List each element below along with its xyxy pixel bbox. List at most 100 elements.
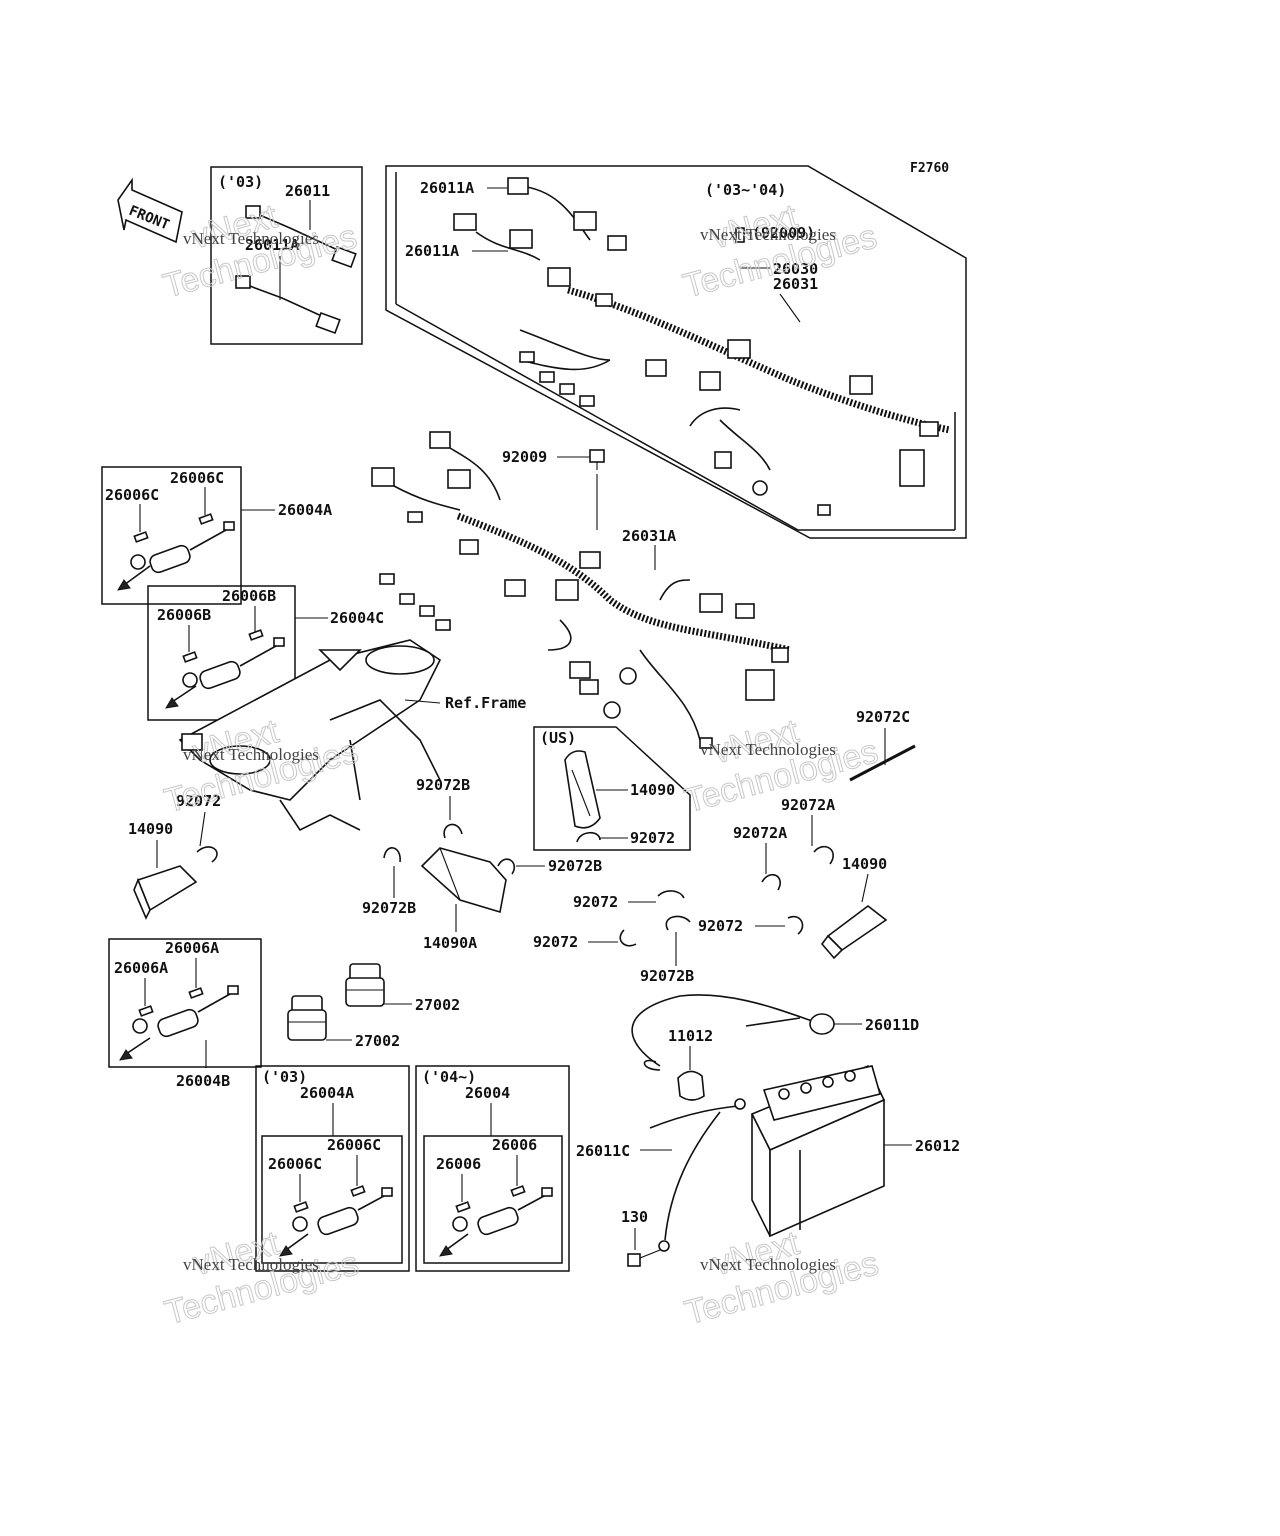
note-04-on: ('04~) <box>422 1068 476 1086</box>
label-26006C-d: 26006C <box>268 1155 322 1173</box>
figure-code: F2760 <box>910 161 949 176</box>
label-26031A: 26031A <box>622 527 676 545</box>
clamp-92072-us <box>576 831 601 843</box>
note-us: (US) <box>540 729 576 747</box>
label-26006A-b: 26006A <box>114 959 168 977</box>
cable-26011D <box>631 994 835 1071</box>
label-26006B-a: 26006B <box>222 587 276 605</box>
box-03-bottom <box>255 1065 410 1272</box>
battery-26012 <box>750 1064 886 1238</box>
cover-14090-us <box>564 750 601 829</box>
cap-11012 <box>677 1070 705 1101</box>
label-26011A-1: 26011A <box>420 179 474 197</box>
label-11012: 11012 <box>668 1027 713 1045</box>
cable-tie-92072C <box>849 744 916 782</box>
label-26011D: 26011D <box>865 1016 919 1034</box>
clamp-92072-mid2 <box>619 929 637 947</box>
fuse-assembly-04-on <box>439 1185 553 1257</box>
fuse-assembly-26004C <box>165 629 285 709</box>
box-26004A <box>101 466 242 605</box>
box-harness-03-04 <box>385 165 967 539</box>
label-14090-us: 14090 <box>630 781 675 799</box>
box-us <box>533 726 691 851</box>
label-26011: 26011 <box>285 182 330 200</box>
label-130: 130 <box>621 1208 648 1226</box>
fuse-assembly-26004B <box>119 985 239 1061</box>
label-14090-left: 14090 <box>128 820 173 838</box>
note-03-04: ('03~'04) <box>705 181 786 199</box>
watermark-text-bottom-right: vNext Technologies <box>700 1255 836 1274</box>
fuse-assembly-03-bottom <box>279 1185 393 1257</box>
sub-harness-26011 <box>235 205 357 335</box>
label-92072A-b: 92072A <box>733 824 787 842</box>
switch-27002-b <box>287 995 327 1041</box>
label-26006-b: 26006 <box>436 1155 481 1173</box>
label-26004B: 26004B <box>176 1072 230 1090</box>
label-26012: 26012 <box>915 1137 960 1155</box>
label-92072C: 92072C <box>856 708 910 726</box>
watermark-text-mid-right: vNext Technologies <box>700 740 836 759</box>
label-92072-us: 92072 <box>630 829 675 847</box>
label-92072-mid3: 92072 <box>698 917 743 935</box>
box-04-on <box>415 1065 570 1272</box>
main-harness-26031A <box>371 431 791 749</box>
label-26004C: 26004C <box>330 609 384 627</box>
label-26004A: 26004A <box>278 501 332 519</box>
clamp-92072-left <box>196 846 218 863</box>
label-92072B-right: 92072B <box>548 857 602 875</box>
watermark-text-mid-left: vNext Technologies <box>183 745 319 764</box>
label-92072-mid2: 92072 <box>533 933 578 951</box>
bolt-130 <box>627 1249 661 1267</box>
main-harness-26031 <box>453 177 951 516</box>
label-92072B-top: 92072B <box>416 776 470 794</box>
front-arrow-icon: FRONT <box>117 177 183 244</box>
label-27002-b: 27002 <box>355 1032 400 1050</box>
label-26006-a: 26006 <box>492 1136 537 1154</box>
cable-26011C <box>649 1098 746 1252</box>
label-26006B-b: 26006B <box>157 606 211 624</box>
label-26011C: 26011C <box>576 1142 630 1160</box>
label-92009-paren: (92009) <box>752 224 815 242</box>
label-26031: 26031 <box>773 275 818 293</box>
cover-14090-right <box>820 904 888 960</box>
fuse-assembly-26004A <box>117 513 235 591</box>
bolt-92009 <box>589 449 605 470</box>
label-92072-mid1: 92072 <box>573 893 618 911</box>
label-26004: 26004 <box>465 1084 510 1102</box>
label-ref-frame: Ref.Frame <box>445 694 526 712</box>
label-27002-a: 27002 <box>415 996 460 1014</box>
label-92072-left: 92072 <box>176 792 221 810</box>
label-26011A-2: 26011A <box>405 242 459 260</box>
clamp-92072-mid1 <box>657 890 685 899</box>
cover-14090A <box>420 847 507 914</box>
label-14090A: 14090A <box>423 934 477 952</box>
box-03-top <box>210 166 363 345</box>
watermark-text-bottom-left: vNext Technologies <box>183 1255 319 1274</box>
cover-14090-left <box>133 865 198 920</box>
clamp-92072A-a <box>813 846 834 865</box>
watermark-text-top-right: vNext Technologies <box>700 225 836 244</box>
switch-27002-a <box>345 963 385 1007</box>
clamp-92072B-right <box>497 858 515 875</box>
label-26011-overlap: 26011A <box>245 236 299 254</box>
label-26006C-a: 26006C <box>170 469 224 487</box>
box-26004B <box>108 938 262 1068</box>
label-26006A-a: 26006A <box>165 939 219 957</box>
clamp-92072-mid3 <box>787 915 804 935</box>
label-26006C-c: 26006C <box>327 1136 381 1154</box>
label-26006C-b: 26006C <box>105 486 159 504</box>
label-26030: 26030 <box>773 260 818 278</box>
label-26004A-bottom: 26004A <box>300 1084 354 1102</box>
label-92072B-mid: 92072B <box>640 967 694 985</box>
clamp-92072A-b <box>761 873 781 891</box>
clamp-92072B-left <box>383 847 401 863</box>
label-92072A-a: 92072A <box>781 796 835 814</box>
note-03-bottom: ('03) <box>262 1068 307 1086</box>
label-14090-right: 14090 <box>842 855 887 873</box>
label-92009: 92009 <box>502 448 547 466</box>
frame-reference <box>178 639 442 832</box>
note-03-top: ('03) <box>218 173 263 191</box>
watermark-text-top-left: vNext Technologies <box>183 229 319 248</box>
clamp-92072B-top <box>443 823 463 839</box>
